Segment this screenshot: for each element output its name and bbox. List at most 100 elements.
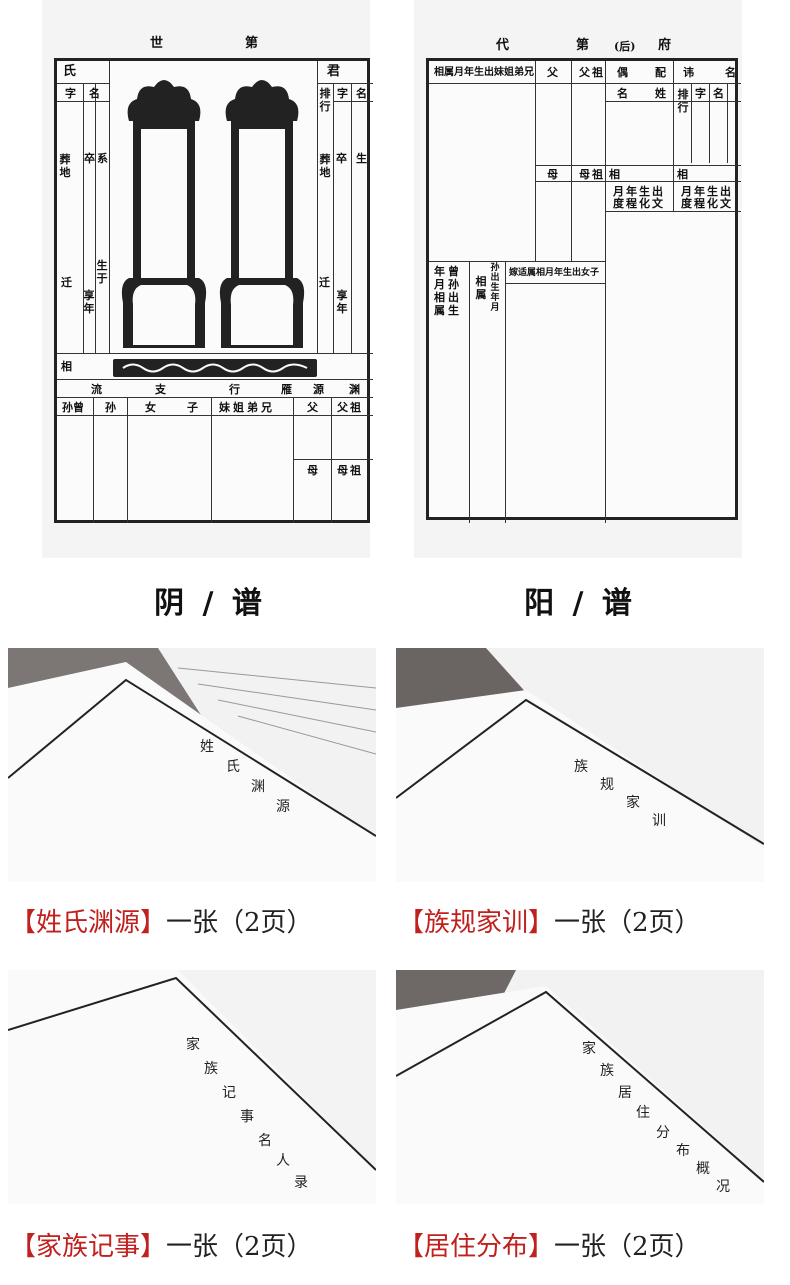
- yin-mu: 母: [307, 464, 318, 477]
- vertical-char: 概: [696, 1161, 710, 1177]
- yang-ou: 配: [655, 66, 666, 79]
- yin-liu: 流: [91, 383, 102, 396]
- yin-title-left: 世: [150, 36, 164, 51]
- label-residence: 【居住分布】一张（2页）: [398, 1232, 701, 1262]
- yin-qian-right: 迁: [319, 276, 330, 289]
- yang-ming3: 名: [713, 87, 724, 100]
- label-rest: 一张（2页）: [554, 1232, 701, 1262]
- label-rest: 一张（2页）: [166, 1232, 313, 1262]
- ancestral-tablet-left-icon: [119, 73, 209, 353]
- page-photo-family-rules: 族 规 家 训: [396, 648, 764, 882]
- label-rest: 一张（2页）: [554, 908, 701, 938]
- vertical-char: 族: [574, 759, 588, 775]
- yin-sun-zeng: 孙曾: [62, 401, 84, 414]
- yin-mu-zu: 母祖: [337, 464, 363, 477]
- vertical-char: 分: [656, 1125, 670, 1141]
- page-title-vertical: 姓 氏 渊 源: [8, 648, 376, 882]
- yin-zhi: 支: [155, 383, 166, 396]
- vertical-char: 家: [186, 1037, 200, 1053]
- yin-ming: 名: [89, 87, 100, 100]
- yang-yue-nian-left: 月年生出: [613, 185, 665, 198]
- yin-fu: 父: [307, 401, 318, 414]
- label-bracket: 【族规家训】: [398, 908, 555, 938]
- yin-yan: 雁: [281, 383, 292, 396]
- yin-cell-shi: 氏: [63, 64, 77, 79]
- tablet-base-pattern-icon: [113, 359, 317, 377]
- yin-sun: 孙: [105, 401, 116, 414]
- yin-xiangnian-right: 享年: [336, 289, 348, 315]
- yin-zi: 字: [65, 87, 76, 100]
- vertical-char: 家: [626, 795, 640, 811]
- yin-fu-zu: 父祖: [337, 401, 363, 414]
- yang-ming: 名: [725, 66, 736, 79]
- yang-paihang: 排行: [677, 88, 689, 114]
- yin-form-frame: 氏 字 名 葬地 卒 系 迁 生于 享年 相: [54, 58, 373, 523]
- vertical-char: 族: [204, 1061, 218, 1077]
- yin-xiangnian: 享年: [83, 289, 95, 315]
- vertical-char: 记: [222, 1085, 236, 1101]
- page-photo-surname-origin: 姓 氏 渊 源: [8, 648, 376, 882]
- label-bracket: 【居住分布】: [398, 1232, 555, 1262]
- yin-zi2: 子: [187, 401, 198, 414]
- yin-yuan2: 渊: [349, 383, 360, 396]
- yang-xiang-shu: 相属: [475, 275, 487, 301]
- yang-mu-zu: 母祖: [579, 168, 605, 181]
- yin-nv: 女: [145, 401, 156, 414]
- label-bracket: 【姓氏渊源】: [10, 908, 167, 938]
- yang-jia-shi: 嫁适属相月年生出女子: [509, 268, 600, 278]
- label-rest: 一张（2页）: [166, 908, 313, 938]
- yang-form-frame: 相属月年生出妹姐弟兄 父 父祖 偶 配 讳 名 名 姓 排行 字 名 母 母祖 …: [426, 58, 741, 523]
- ancestral-tablet-right-icon: [217, 73, 307, 353]
- label-family-rules: 【族规家训】一张（2页）: [398, 908, 701, 938]
- yang-du-cheng-right: 度程化文: [681, 197, 733, 210]
- yang-fu: 父: [547, 66, 558, 79]
- yin-mei-jie-di-xiong: 妹姐弟兄: [219, 401, 275, 414]
- vertical-char: 布: [676, 1143, 690, 1159]
- yin-cell-jun: 君: [327, 64, 341, 79]
- yang-header-left: 相属月年生出妹姐弟兄: [434, 67, 534, 78]
- caption-yin: 阴 / 谱: [154, 586, 266, 621]
- vertical-char: 人: [276, 1153, 290, 1169]
- yin-xing: 行: [229, 383, 240, 396]
- vertical-char: 族: [600, 1063, 614, 1079]
- yin-zangdi-right: 葬地: [319, 153, 331, 179]
- yang-title-hou: (后): [614, 40, 636, 53]
- vertical-char: 录: [294, 1175, 308, 1191]
- yang-pei: 偶: [617, 66, 628, 79]
- yang-fu-zu: 父祖: [579, 66, 605, 79]
- yin-yuan: 源: [313, 383, 324, 396]
- yin-xiang: 相: [61, 360, 72, 373]
- vertical-char: 渊: [251, 779, 265, 795]
- vertical-char: 事: [240, 1109, 254, 1125]
- yang-yue-nian-right: 月年生出: [681, 185, 733, 198]
- yang-title-dai: 代: [496, 38, 510, 53]
- page-photo-residence: 家 族 居 住 分 布 概 况: [396, 970, 764, 1204]
- vertical-char: 源: [276, 799, 290, 815]
- yang-mu: 母: [547, 168, 558, 181]
- yin-title-right: 第: [245, 36, 259, 51]
- page-title-vertical: 族 规 家 训: [396, 648, 764, 882]
- yang-nian-zeng: 年曾: [434, 265, 462, 278]
- yang-xing: 姓: [655, 87, 666, 100]
- yin-pu-sheet: 世 第 氏 字 名 葬地 卒 系 迁 生于 享年 相: [42, 0, 373, 558]
- caption-yang: 阳 / 谱: [524, 586, 636, 621]
- yin-paihang: 排行: [319, 87, 331, 113]
- yang-zi: 字: [695, 87, 706, 100]
- yin-xi: 系: [97, 152, 108, 165]
- vertical-char: 住: [636, 1105, 650, 1121]
- page-title-vertical: 家 族 居 住 分 布 概 况: [396, 970, 764, 1204]
- yang-xiang: 相: [609, 168, 620, 181]
- vertical-char: 规: [600, 777, 614, 793]
- yang-shu-sheng: 属生: [434, 304, 462, 317]
- vertical-char: 训: [652, 813, 666, 829]
- page-title-vertical: 家 族 记 事 名 人 录: [8, 970, 376, 1204]
- vertical-char: 氏: [226, 759, 240, 775]
- yang-title-di: 第: [576, 38, 590, 53]
- yang-xiang-chu: 相出: [434, 291, 462, 304]
- vertical-char: 居: [618, 1085, 632, 1101]
- yin-qian: 迁: [61, 276, 72, 289]
- yin-zu: 卒: [84, 152, 95, 165]
- vertical-char: 名: [258, 1133, 272, 1149]
- yang-pu-sheet: 代 第 (后) 府 相属月年生出妹姐弟兄 父 父祖 偶 配 讳 名 名 姓 排行…: [414, 0, 742, 558]
- yin-zangdi: 葬地: [59, 153, 71, 179]
